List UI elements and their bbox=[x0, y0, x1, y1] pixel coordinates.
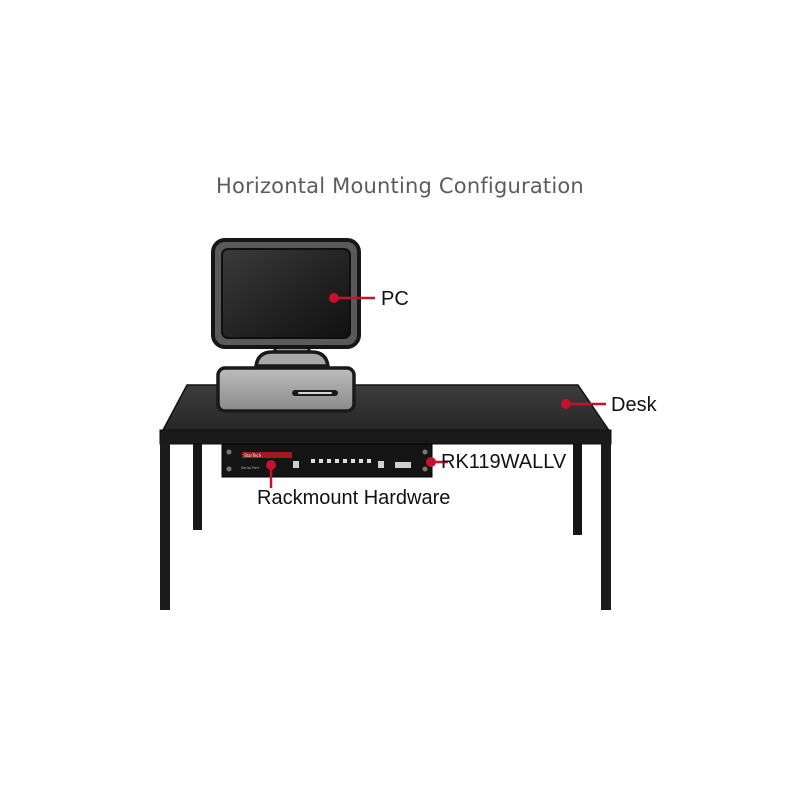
device-led bbox=[367, 459, 371, 463]
device-brand-strip bbox=[242, 452, 292, 458]
mount-screw bbox=[226, 449, 232, 455]
device-led bbox=[327, 459, 331, 463]
callout-rackmount bbox=[266, 460, 276, 488]
device-led bbox=[319, 459, 323, 463]
device-port bbox=[293, 461, 299, 468]
node-label-pc: PC bbox=[381, 288, 409, 310]
mount-screw bbox=[226, 466, 232, 472]
callout-bracket bbox=[426, 457, 448, 467]
callout-desk bbox=[561, 399, 606, 409]
pc-base-unit bbox=[216, 366, 356, 413]
desk-front-left-leg bbox=[160, 442, 170, 610]
desk-front-edge bbox=[159, 429, 612, 445]
diagram-title: Horizontal Mounting Configuration bbox=[216, 174, 584, 198]
rackmount-device: StarTech Serial Port bbox=[221, 443, 433, 478]
device-brand-text: StarTech bbox=[244, 453, 262, 458]
pc-drive-highlight bbox=[298, 392, 332, 394]
callouts bbox=[266, 293, 606, 488]
monitor-screen bbox=[221, 248, 351, 339]
device-logo-badge bbox=[395, 462, 411, 468]
monitor bbox=[211, 238, 361, 349]
device-port bbox=[378, 461, 384, 468]
monitor-foot bbox=[253, 350, 331, 368]
device-led bbox=[311, 459, 315, 463]
device-led bbox=[343, 459, 347, 463]
desk-back-right-leg bbox=[573, 430, 582, 535]
desk-front-right-leg bbox=[601, 442, 611, 610]
device-port-text: Serial Port bbox=[241, 466, 260, 470]
device-led bbox=[351, 459, 355, 463]
device-led-row bbox=[311, 459, 371, 463]
callout-pc bbox=[329, 293, 375, 303]
desk-back-left-leg bbox=[193, 430, 202, 530]
mount-screw bbox=[422, 466, 428, 472]
node-label-rackmount: Rackmount Hardware bbox=[257, 487, 451, 509]
node-label-bracket: RK119WALLV bbox=[441, 451, 567, 473]
device-led bbox=[335, 459, 339, 463]
pc-case bbox=[216, 366, 356, 413]
device-led bbox=[359, 459, 363, 463]
mount-screw bbox=[422, 449, 428, 455]
node-label-desk: Desk bbox=[611, 394, 657, 416]
